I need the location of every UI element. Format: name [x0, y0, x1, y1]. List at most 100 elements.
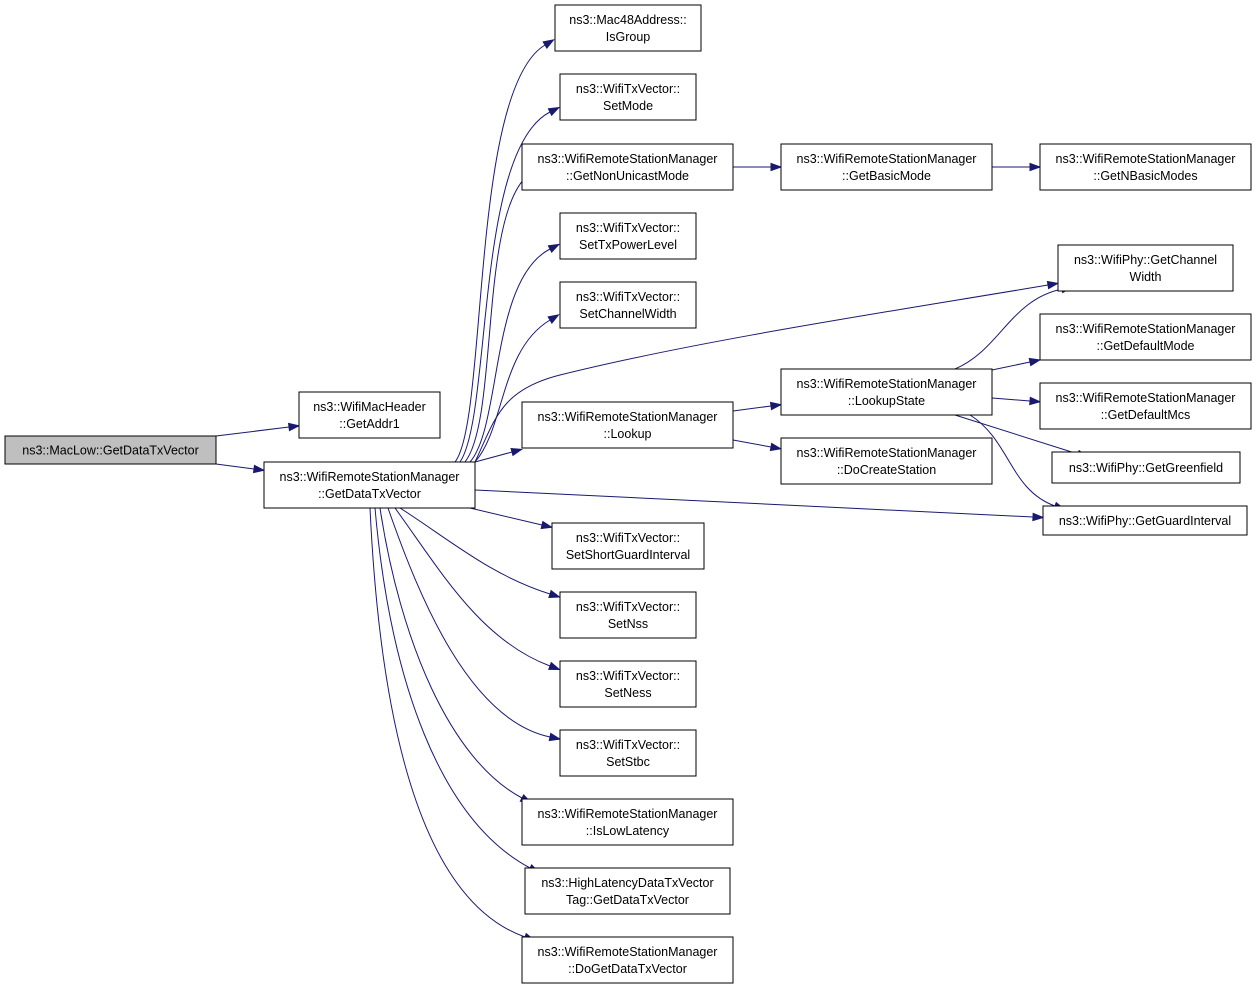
- node-layer: ns3::MacLow::GetDataTxVectorns3::WifiMac…: [4, 4, 1252, 984]
- node-label: ns3::HighLatencyDataTxVector: [541, 876, 713, 890]
- node-getnbasicmodes[interactable]: ns3::WifiRemoteStationManager::GetNBasic…: [1039, 143, 1252, 191]
- node-label: ns3::WifiTxVector::: [576, 221, 680, 235]
- node-label: ::GetDataTxVector: [318, 487, 421, 501]
- node-label: SetStbc: [606, 755, 650, 769]
- node-getdefaultmode[interactable]: ns3::WifiRemoteStationManager::GetDefaul…: [1039, 313, 1252, 361]
- node-box: [1057, 244, 1234, 292]
- node-setchannelwidth[interactable]: ns3::WifiTxVector::SetChannelWidth: [559, 281, 697, 329]
- node-rsm_getdata[interactable]: ns3::WifiRemoteStationManager::GetDataTx…: [263, 461, 476, 509]
- node-getnonunicast[interactable]: ns3::WifiRemoteStationManager::GetNonUni…: [521, 143, 734, 191]
- arrowhead-icon: [548, 661, 561, 670]
- node-label: ns3::WifiRemoteStationManager: [797, 377, 977, 391]
- arrowhead-icon: [547, 314, 560, 324]
- node-label: ::DoCreateStation: [837, 463, 936, 477]
- arrowhead-icon: [769, 442, 783, 452]
- node-label: ns3::WifiRemoteStationManager: [538, 410, 718, 424]
- edge-line: [454, 44, 546, 463]
- edge-line: [954, 414, 1079, 455]
- arrowhead-icon: [770, 162, 783, 172]
- edge-rsm_getdata-to-settxpower: [469, 243, 561, 463]
- edge-rsm_getdata-to-dogetdata: [369, 507, 536, 941]
- edge-line: [394, 507, 551, 667]
- node-isgroup[interactable]: ns3::Mac48Address::IsGroup: [554, 4, 702, 52]
- arrowhead-icon: [1046, 280, 1060, 290]
- node-box: [521, 143, 734, 191]
- node-hlTag[interactable]: ns3::HighLatencyDataTxVectorTag::GetData…: [524, 867, 731, 915]
- node-setnss[interactable]: ns3::WifiTxVector::SetNss: [559, 591, 697, 639]
- node-box: [1039, 313, 1252, 361]
- edge-rsm_getdata-to-islowlatency: [379, 507, 533, 804]
- edge-rsm_getdata-to-setstbc: [387, 507, 562, 742]
- node-box: [521, 936, 734, 984]
- edge-rsm_getdata-to-isgroup: [454, 39, 555, 463]
- node-getgreenfield[interactable]: ns3::WifiPhy::GetGreenfield: [1051, 451, 1241, 484]
- arrowhead-icon: [287, 422, 301, 432]
- node-getguardinterval[interactable]: ns3::WifiPhy::GetGuardInterval: [1042, 505, 1248, 536]
- node-label: IsGroup: [606, 30, 651, 44]
- node-settxpower[interactable]: ns3::WifiTxVector::SetTxPowerLevel: [559, 212, 697, 260]
- node-label: ns3::WifiTxVector::: [576, 531, 680, 545]
- node-dogetdata[interactable]: ns3::WifiRemoteStationManager::DoGetData…: [521, 936, 734, 984]
- edge-line: [399, 507, 551, 595]
- edge-rsm_getdata-to-hlTag: [374, 507, 541, 874]
- node-box: [1039, 143, 1252, 191]
- node-box: [521, 798, 734, 846]
- node-label: Tag::GetDataTxVector: [566, 893, 689, 907]
- edge-line: [469, 248, 551, 463]
- edge-rsm_getdata-to-getchannelwidth: [474, 280, 1060, 463]
- node-setstbc[interactable]: ns3::WifiTxVector::SetStbc: [559, 729, 697, 777]
- node-getdefaultmcs[interactable]: ns3::WifiRemoteStationManager::GetDefaul…: [1039, 382, 1252, 430]
- edge-rsm_getdata-to-setnss: [399, 507, 561, 598]
- node-box: [559, 660, 697, 708]
- edge-line: [474, 284, 1049, 463]
- node-box: [298, 391, 441, 439]
- node-label: ns3::WifiRemoteStationManager: [538, 807, 718, 821]
- node-label: ns3::WifiPhy::GetGuardInterval: [1059, 514, 1231, 528]
- edge-lookupstate-to-getdefaultmode: [991, 357, 1042, 371]
- node-box: [554, 4, 702, 52]
- arrowhead-icon: [252, 464, 266, 474]
- node-label: SetChannelWidth: [579, 307, 676, 321]
- node-label: SetTxPowerLevel: [579, 238, 677, 252]
- node-docreatestation[interactable]: ns3::WifiRemoteStationManager::DoCreateS…: [780, 437, 993, 485]
- node-getaddr1[interactable]: ns3::WifiMacHeader::GetAddr1: [298, 391, 441, 439]
- edge-line: [369, 507, 526, 938]
- arrowhead-icon: [769, 401, 783, 411]
- node-islowlatency[interactable]: ns3::WifiRemoteStationManager::IsLowLate…: [521, 798, 734, 846]
- node-label: ::GetAddr1: [339, 417, 399, 431]
- edge-rsm_getdata-to-setness: [394, 507, 561, 670]
- edge-line: [969, 414, 1056, 507]
- node-lookup[interactable]: ns3::WifiRemoteStationManager::Lookup: [521, 401, 734, 449]
- node-label: ns3::WifiRemoteStationManager: [538, 945, 718, 959]
- node-box: [559, 729, 697, 777]
- node-setshortgi[interactable]: ns3::WifiTxVector::SetShortGuardInterval: [551, 522, 705, 570]
- node-box: [551, 522, 705, 570]
- node-label: ns3::WifiTxVector::: [576, 600, 680, 614]
- edge-line: [459, 111, 551, 463]
- node-label: ns3::WifiRemoteStationManager: [1056, 152, 1236, 166]
- node-getbasicmode[interactable]: ns3::WifiRemoteStationManager::GetBasicM…: [780, 143, 993, 191]
- edge-line: [215, 463, 255, 470]
- node-label: ::GetDefaultMcs: [1101, 408, 1191, 422]
- edge-maclow-to-rsm_getdata: [215, 463, 266, 474]
- edge-line: [474, 451, 513, 463]
- edge-lookup-to-docreatestation: [732, 439, 783, 452]
- node-label: ::LookupState: [848, 394, 925, 408]
- edge-getnonunicast-to-getbasicmode: [733, 162, 783, 172]
- arrowhead-icon: [547, 106, 561, 117]
- edge-line: [732, 405, 772, 412]
- node-box: [780, 368, 993, 416]
- arrowhead-icon: [1032, 512, 1045, 522]
- node-setness[interactable]: ns3::WifiTxVector::SetNess: [559, 660, 697, 708]
- node-label: ::IsLowLatency: [586, 824, 670, 838]
- edge-line: [215, 426, 290, 437]
- node-setmode[interactable]: ns3::WifiTxVector::SetMode: [559, 73, 697, 121]
- node-box: [524, 867, 731, 915]
- node-box: [559, 212, 697, 260]
- node-box: [559, 281, 697, 329]
- node-label: ns3::WifiPhy::GetChannel: [1074, 253, 1217, 267]
- node-lookupstate[interactable]: ns3::WifiRemoteStationManager::LookupSta…: [780, 368, 993, 416]
- node-box: [1051, 451, 1241, 484]
